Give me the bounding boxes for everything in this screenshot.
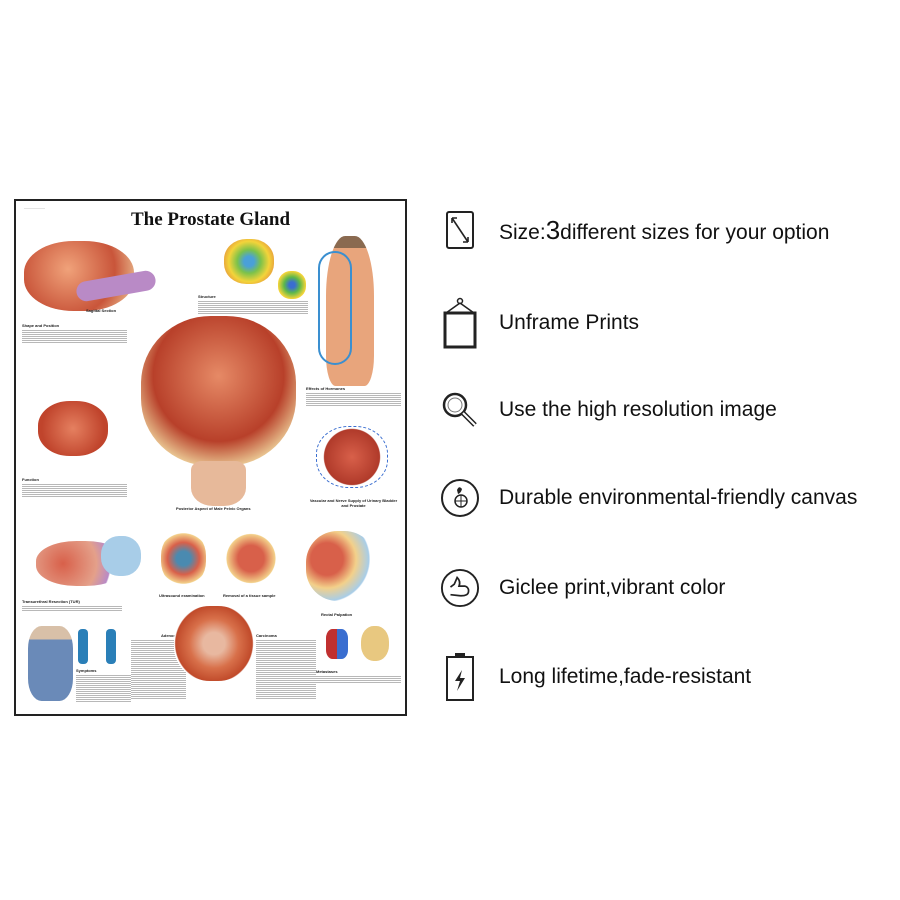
caption-carcinoma: Carcinoma: [256, 633, 277, 638]
caption-function: Function: [22, 477, 39, 482]
caption-symptoms: Symptoms: [76, 668, 97, 673]
feature-label: Unframe Prints: [499, 311, 640, 334]
posterior-aspect-illustration: [141, 316, 296, 466]
adenoma-carcinoma-illustration: [174, 606, 254, 681]
caption-tissue: Removal of a tissue sample: [223, 593, 276, 598]
hanging-frame-icon: [440, 297, 480, 349]
thumbs-up-icon: [440, 568, 480, 608]
caption-tur: Transurethral Resection (TUR): [22, 599, 80, 604]
feature-label: Long lifetime,fade-resistant: [499, 665, 752, 688]
poster-code: ———————: [24, 206, 45, 210]
battery-bolt-icon: [440, 653, 480, 701]
seated-man-illustration: [28, 626, 73, 701]
caption-vascular: Vascular and Nerve Supply of Urinary Bla…: [309, 498, 398, 508]
feature-giclee: Giclee print,vibrant color: [440, 568, 725, 608]
prostate-gland-poster: ——————— The Prostate Gland Sagittal Sect…: [14, 199, 407, 716]
vascular-illustration: [316, 426, 388, 488]
feature-label: Durable environmental-friendly canvas: [499, 486, 858, 509]
caption-metastases: Metastases: [316, 669, 338, 674]
feature-label: different sizes for your option: [560, 220, 830, 244]
magnifier-icon: [440, 390, 480, 430]
caption-posterior: Posterior Aspect of Male Pelvic Organs: [176, 506, 251, 511]
resize-arrows-icon: [440, 210, 480, 250]
feature-label: Giclee print,vibrant color: [499, 576, 726, 599]
size-count: 3: [545, 214, 561, 245]
ultrasound-illustration: [161, 531, 206, 586]
feature-label: Use the high resolution image: [499, 398, 777, 421]
feature-resolution: Use the high resolution image: [440, 390, 777, 430]
caption-sagittal: Sagittal Section: [86, 308, 117, 313]
feature-size: Size:3different sizes for your option: [440, 210, 829, 250]
metastases-illustration: [326, 629, 348, 659]
rectal-palpation-illustration: [306, 531, 376, 601]
caption-rectal: Rectal Palpation: [321, 612, 353, 617]
feature-unframe: Unframe Prints: [440, 297, 639, 349]
feature-lifetime: Long lifetime,fade-resistant: [440, 653, 751, 701]
caption-structure: Structure: [198, 294, 216, 299]
caption-adenoma: Adenoma: [161, 633, 180, 638]
caption-ultrasound: Ultrasound examination: [159, 593, 205, 598]
shape-illustration: [38, 401, 108, 456]
structure-illustration: [224, 239, 274, 284]
size-prefix: Size:: [499, 220, 546, 244]
feature-canvas: Durable environmental-friendly canvas: [440, 478, 857, 518]
tissue-sample-illustration: [226, 531, 276, 586]
eco-globe-icon: [440, 478, 480, 518]
poster-title: The Prostate Gland: [130, 209, 291, 230]
caption-hormones: Effects of Hormones: [306, 386, 346, 391]
caption-shape: Shape and Position: [22, 323, 60, 328]
